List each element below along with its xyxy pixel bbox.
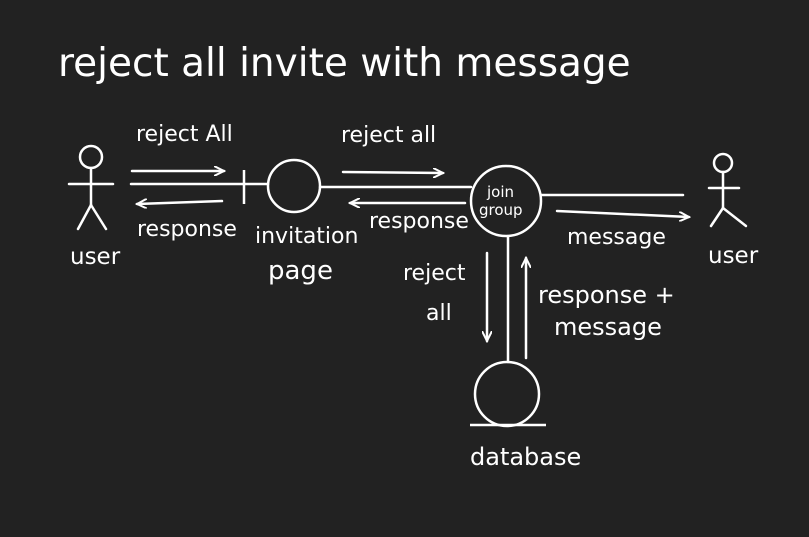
right-user-figure	[707, 152, 748, 228]
left-user-label: user	[70, 244, 121, 270]
diagram-title: reject all invite with message	[58, 41, 631, 86]
left-user-figure	[67, 144, 115, 231]
join-group-label-line2: group	[479, 201, 523, 219]
label-database-to-join-line1: response +	[538, 281, 675, 309]
arrow-join-to-right-user	[555, 209, 689, 217]
label-invitation-to-join: reject all	[341, 123, 436, 148]
invitation-page-label-line1: invitation	[255, 224, 358, 249]
label-invitation-to-user: response	[137, 217, 237, 242]
label-join-to-invitation: response	[369, 209, 469, 234]
invitation-page-label-line2: page	[268, 256, 333, 286]
join-group-label-line1: join	[486, 183, 514, 201]
label-join-to-right-user: message	[567, 225, 666, 250]
join-group-node	[469, 164, 543, 238]
arrow-invitation-to-join	[341, 172, 443, 173]
database-node	[470, 360, 546, 428]
invitation-page-node	[242, 158, 322, 214]
label-user-to-invitation: reject All	[136, 122, 233, 147]
label-join-to-database-line1: reject	[403, 261, 466, 286]
label-join-to-database-line2: all	[426, 301, 452, 326]
right-user-label: user	[708, 243, 759, 269]
database-label: database	[470, 443, 581, 471]
label-database-to-join-line2: message	[554, 313, 662, 341]
arrow-invitation-to-user	[137, 201, 224, 204]
